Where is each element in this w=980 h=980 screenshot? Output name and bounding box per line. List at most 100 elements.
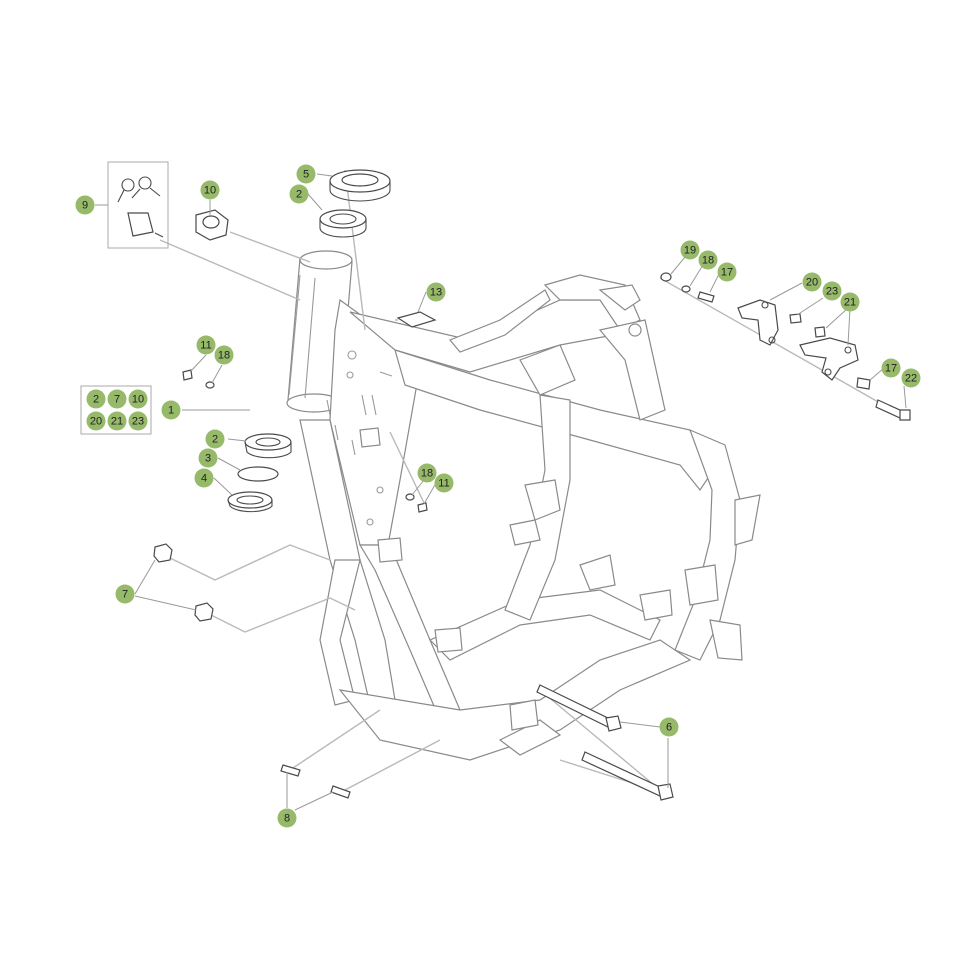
- callout-22: 22: [901, 368, 921, 388]
- rear-upper-structure: [449, 274, 666, 421]
- callout-13: 13: [426, 282, 446, 302]
- callout-number: 13: [430, 287, 442, 299]
- callout-number: 17: [885, 363, 897, 375]
- callout-number: 2: [212, 434, 218, 446]
- callout-17: 17: [881, 358, 901, 378]
- callout-number: 18: [421, 468, 433, 480]
- callout-bubble: [840, 292, 860, 312]
- callout-bubble: [198, 448, 218, 468]
- bracket-21: [799, 337, 859, 381]
- callout-number: 18: [702, 255, 714, 267]
- callout-number: 1: [168, 405, 174, 417]
- bracket-plate-part: [396, 311, 437, 328]
- callout-number: 17: [721, 267, 733, 279]
- callout-23: 23: [822, 281, 842, 301]
- kit-callout-20: 20: [86, 411, 106, 431]
- callout-10: 10: [200, 180, 220, 200]
- main-frame: [286, 250, 761, 761]
- callout-number: 21: [844, 297, 856, 309]
- callout-bubble: [196, 335, 216, 355]
- callout-bubble: [115, 584, 135, 604]
- callout-bubble: [680, 240, 700, 260]
- upper-seal-part: [329, 169, 391, 202]
- bolt-washer-mid: [405, 493, 428, 513]
- callout-bubble: [205, 429, 225, 449]
- gusset-slots: [326, 350, 393, 526]
- callout-11: 11: [196, 335, 216, 355]
- callout-bubble: [881, 358, 901, 378]
- steering-clamp-part: [195, 209, 229, 241]
- lower-bearing-part: [244, 433, 292, 459]
- callout-7: 7: [115, 584, 135, 604]
- callout-bubble: [289, 184, 309, 204]
- lock-cylinder: [127, 212, 164, 238]
- assembly-lines: [159, 169, 911, 796]
- callout-18: 18: [214, 345, 234, 365]
- cradle-bottom: [338, 589, 692, 761]
- callout-1: 1: [161, 400, 181, 420]
- frame-lugs: [359, 427, 719, 731]
- callout-bubble: [717, 262, 737, 282]
- callout-5: 5: [296, 164, 316, 184]
- callout-number: 10: [204, 185, 216, 197]
- callout-number: 18: [218, 350, 230, 362]
- callout-number: 5: [303, 169, 309, 181]
- kit-callout-bubble: [86, 411, 106, 431]
- kit-callout-number: 23: [132, 416, 144, 428]
- callout-4: 4: [194, 468, 214, 488]
- lower-seal-part: [227, 491, 273, 513]
- callout-17: 17: [717, 262, 737, 282]
- callout-bubble: [200, 180, 220, 200]
- callout-number: 9: [82, 200, 88, 212]
- kit-callout-number: 21: [111, 416, 123, 428]
- callout-bubble: [417, 463, 437, 483]
- down-tubes: [299, 419, 461, 721]
- callout-19: 19: [680, 240, 700, 260]
- long-bolt-parts: [536, 684, 674, 801]
- callout-11: 11: [434, 473, 454, 493]
- right-hardware: [660, 272, 911, 421]
- callout-bubble: [161, 400, 181, 420]
- callout-bubble: [214, 345, 234, 365]
- callout-2: 2: [205, 429, 225, 449]
- callout-bubble: [901, 368, 921, 388]
- callout-number: 7: [122, 589, 128, 601]
- callout-2: 2: [289, 184, 309, 204]
- kit-callout-bubble: [107, 389, 127, 409]
- callout-bubble: [659, 717, 679, 737]
- kit-callout-bubble: [128, 411, 148, 431]
- callout-bubble: [698, 250, 718, 270]
- kit-callout-number: 2: [93, 394, 99, 406]
- callout-number: 8: [284, 813, 290, 825]
- kit-callout-23: 23: [128, 411, 148, 431]
- callout-bubble: [194, 468, 214, 488]
- kit-callout-21: 21: [107, 411, 127, 431]
- nut-parts: [153, 543, 214, 622]
- callout-bubble: [75, 195, 95, 215]
- callout-number: 4: [201, 473, 207, 485]
- callout-18: 18: [698, 250, 718, 270]
- ignition-keys-part: [107, 161, 169, 249]
- callout-number: 22: [905, 373, 917, 385]
- callout-21: 21: [840, 292, 860, 312]
- pin-parts: [280, 764, 351, 799]
- kit-box-frame: [80, 385, 152, 435]
- callout-number: 11: [438, 478, 449, 490]
- callout-number: 20: [806, 277, 818, 289]
- kit-callout-number: 10: [132, 394, 144, 406]
- callout-bubble: [434, 473, 454, 493]
- bracket-20: [737, 299, 779, 346]
- callout-number: 2: [296, 189, 302, 201]
- callout-6: 6: [659, 717, 679, 737]
- kit-callout-bubble: [86, 389, 106, 409]
- kit-callout-10: 10: [128, 389, 148, 409]
- key-icon: [117, 176, 161, 203]
- callout-bubble: [296, 164, 316, 184]
- callout-number: 19: [684, 245, 696, 257]
- kit-callout-7: 7: [107, 389, 127, 409]
- kit-callout-bubble: [107, 411, 127, 431]
- callout-number: 11: [200, 340, 211, 352]
